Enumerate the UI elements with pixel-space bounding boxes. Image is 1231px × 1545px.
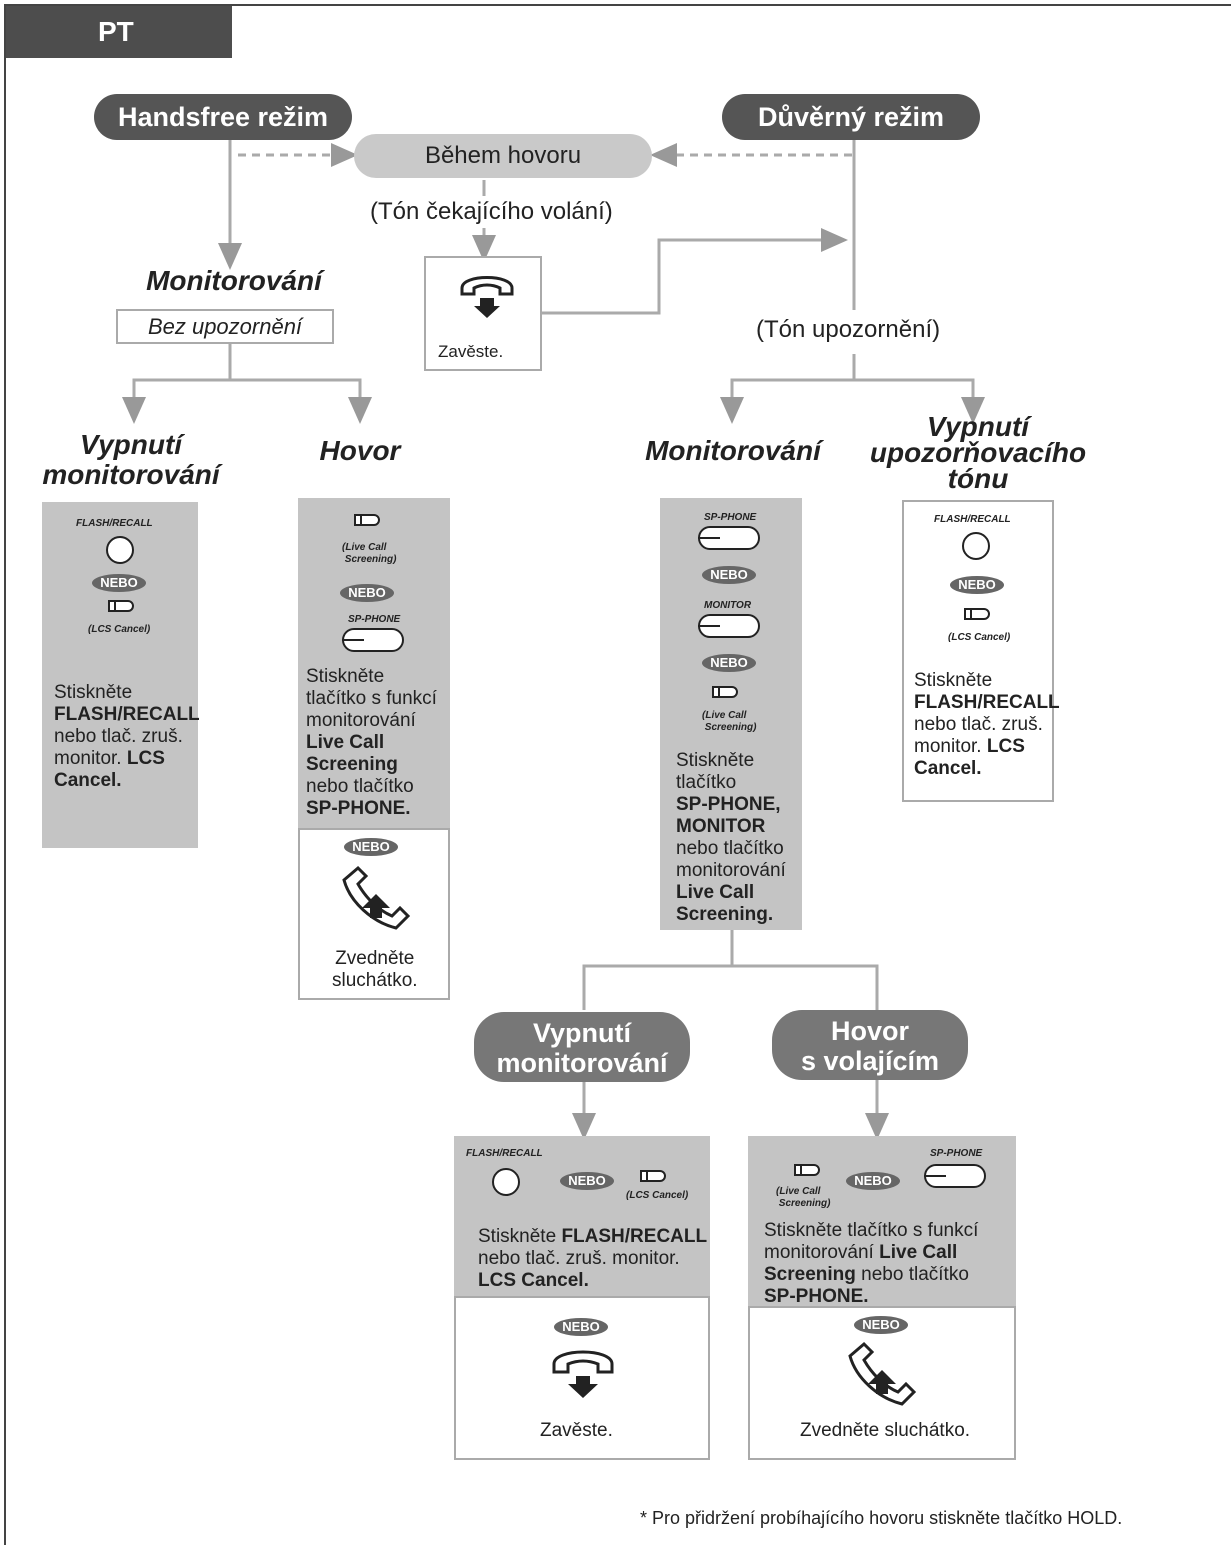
lcs-cancel-label: (LCS Cancel) <box>626 1190 689 1201</box>
stop-monitoring-line1: Vypnutí <box>79 429 183 460</box>
nebo-badge: NEBO <box>560 1172 614 1190</box>
sp-phone-label: SP-PHONE <box>348 614 401 625</box>
stop-monitoring-heading-left: Vypnutí monitorování <box>26 430 236 490</box>
call-panel: (Live Call Screening) NEBO SP-PHONE Stis… <box>298 498 450 828</box>
stop-alert-tone-panel: FLASH/RECALL NEBO (LCS Cancel) Stiskněte… <box>902 500 1060 802</box>
nebo-badge: NEBO <box>92 574 146 592</box>
instruction-text: Stiskněte FLASH/RECALL nebo tlač. zruš. … <box>914 670 1060 779</box>
flash-recall-button[interactable] <box>492 1168 520 1196</box>
sp-phone-label: SP-PHONE <box>930 1148 983 1159</box>
footnote: * Pro přidržení probíhajícího hovoru sti… <box>640 1508 1123 1528</box>
stop-monitoring-panel-left: FLASH/RECALL NEBO (LCS Cancel) Stiskněte… <box>42 502 200 848</box>
handset-down-icon <box>460 276 514 318</box>
live-call-screening-button[interactable] <box>354 514 380 526</box>
lcs-cancel-label: (LCS Cancel) <box>88 624 151 635</box>
instruction-text: Stiskněte tlačítko SP-PHONE, MONITOR neb… <box>676 750 786 925</box>
call-waiting-tone: (Tón čekajícího volání) <box>370 198 613 225</box>
private-mode-label: Důvěrný režim <box>722 94 980 140</box>
handsfree-mode-label: Handsfree režim <box>94 94 352 140</box>
flash-recall-label: FLASH/RECALL <box>934 514 1011 525</box>
instruction-text: Stiskněte FLASH/RECALL nebo tlač. zruš. … <box>478 1226 708 1291</box>
handset-up-icon <box>848 1341 917 1406</box>
pickup-text: Zvedněte sluchátko. <box>800 1420 971 1441</box>
live-call-screening-button[interactable] <box>712 686 738 698</box>
flash-recall-label: FLASH/RECALL <box>466 1148 543 1159</box>
instruction-text: Stiskněte tlačítko s funkcí monitorování… <box>764 1220 979 1307</box>
nebo-badge: NEBO <box>344 838 398 856</box>
stop-monitoring-panel-bottom: FLASH/RECALL NEBO (LCS Cancel) Stiskněte… <box>454 1136 710 1296</box>
live-call-screening-label: (Live Call Screening) <box>776 1186 831 1209</box>
alert-tone: (Tón upozornění) <box>756 316 941 343</box>
nebo-badge: NEBO <box>846 1172 900 1190</box>
nebo-badge: NEBO <box>554 1318 608 1336</box>
nebo-badge: NEBO <box>854 1316 908 1334</box>
lcs-cancel-button[interactable] <box>108 600 134 612</box>
monitor-label: MONITOR <box>704 600 752 611</box>
handset-down-icon <box>552 1350 614 1398</box>
pt-tab: PT <box>6 6 232 58</box>
nebo-badge: NEBO <box>702 566 756 584</box>
flash-recall-button[interactable] <box>106 536 134 564</box>
talk-with-caller-panel: (Live Call Screening) NEBO SP-PHONE Stis… <box>748 1136 1016 1307</box>
sp-phone-label: SP-PHONE <box>704 512 757 523</box>
lcs-cancel-button[interactable] <box>964 608 990 620</box>
monitoring-panel: SP-PHONE NEBO MONITOR NEBO (Live Call Sc… <box>660 498 802 930</box>
sp-phone-button[interactable] <box>342 628 404 652</box>
no-alert-box: Bez upozornění <box>116 309 334 344</box>
instruction-text: Stiskněte FLASH/RECALL nebo tlač. zruš. … <box>54 682 200 791</box>
live-call-screening-label: (Live Call Screening) <box>342 542 397 565</box>
hangup-text: Zavěste. <box>438 342 504 361</box>
call-heading: Hovor <box>319 435 401 466</box>
no-alert-text: Bez upozornění <box>147 314 303 339</box>
frame-left-border <box>4 4 6 1545</box>
monitor-button[interactable] <box>698 614 760 638</box>
handset-up-icon <box>342 865 411 930</box>
pickup-box-bottom: NEBO Zvedněte sluchátko. <box>748 1306 1016 1460</box>
live-call-screening-label: (Live Call Screening) <box>702 710 757 733</box>
instruction-text: Stiskněte tlačítko s funkcí monitorování… <box>306 666 437 819</box>
nebo-badge: NEBO <box>340 584 394 602</box>
talk-with-caller-pill: Hovor s volajícím <box>772 1010 968 1080</box>
sp-phone-button[interactable] <box>698 526 760 550</box>
hangup-text: Zavěste. <box>540 1420 613 1441</box>
nebo-badge: NEBO <box>950 576 1004 594</box>
during-call-label: Během hovoru <box>354 134 652 178</box>
stop-alert-tone-heading: Vypnutí upozorňovacího tónu <box>869 411 1087 494</box>
stop-monitoring-line2: monitorování <box>42 459 220 490</box>
live-call-screening-button[interactable] <box>794 1164 820 1176</box>
monitoring-right-heading: Monitorování <box>645 435 821 466</box>
flash-recall-button[interactable] <box>962 532 990 560</box>
nebo-badge: NEBO <box>702 654 756 672</box>
hangup-box: Zavěste. <box>424 256 542 371</box>
stop-monitoring-pill: Vypnutí monitorování <box>474 1012 690 1082</box>
lcs-cancel-button[interactable] <box>640 1170 666 1182</box>
flash-recall-label: FLASH/RECALL <box>76 518 153 529</box>
hangup-box-bottom: NEBO Zavěste. <box>454 1296 710 1460</box>
lcs-cancel-label: (LCS Cancel) <box>948 632 1011 643</box>
sp-phone-button[interactable] <box>924 1164 986 1188</box>
frame-top-border <box>4 4 1231 6</box>
monitoring-left-heading: Monitorování <box>146 265 322 296</box>
